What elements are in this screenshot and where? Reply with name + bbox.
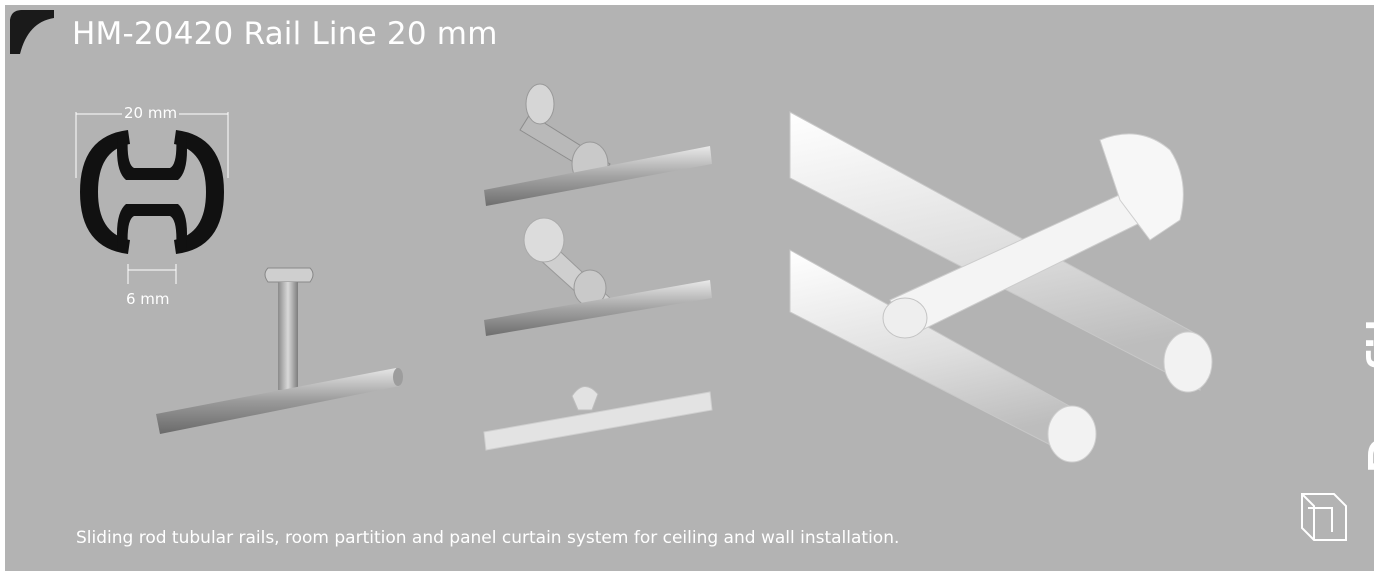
page-title: HM-20420 Rail Line 20 mm	[72, 16, 498, 52]
brand-wordmark: Profil.	[1357, 296, 1379, 476]
profile-slot-label: 6 mm	[124, 290, 172, 308]
double-rail-closeup	[789, 111, 1213, 463]
profile-width-label: 20 mm	[122, 104, 180, 122]
corner-mark-icon	[10, 10, 54, 54]
wall-rail-variant-1	[484, 83, 712, 206]
wall-rail-variant-2	[484, 217, 712, 336]
footer-caption: Sliding rod tubular rails, room partitio…	[76, 528, 900, 548]
ceiling-rail-illustration	[156, 267, 403, 434]
wall-rail-variant-3	[483, 386, 713, 451]
profil-logo-icon	[1301, 493, 1347, 541]
